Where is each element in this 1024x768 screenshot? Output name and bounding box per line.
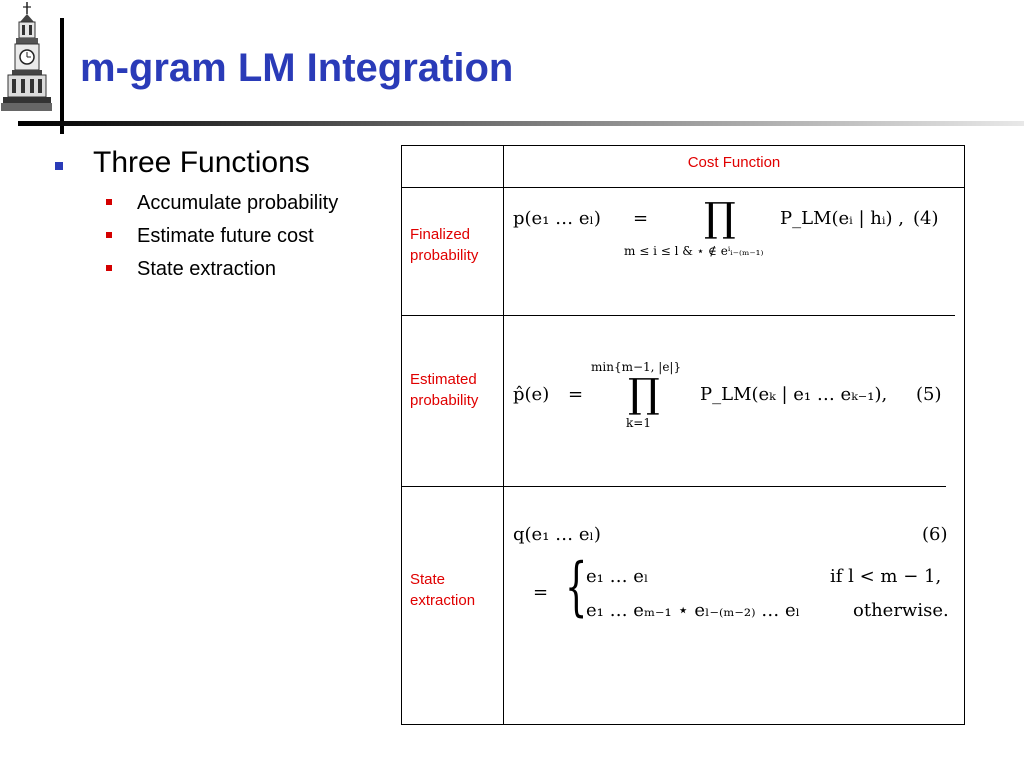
eq6-cond1: if l < m − 1, xyxy=(830,566,942,587)
eq4-product-symbol: ∏ xyxy=(704,195,736,241)
title-underline xyxy=(18,121,1024,126)
eq4-number: (4) xyxy=(913,208,939,229)
eq4-equals: = xyxy=(633,208,649,229)
row-label-line: probability xyxy=(410,392,479,409)
row-label-line: extraction xyxy=(410,592,476,609)
eq5-lhs: p̂(e) xyxy=(513,384,550,405)
eq5-equals: = xyxy=(568,384,584,405)
eq5-over: min{m−1, |e|} xyxy=(591,360,682,374)
sub-bullet-text: State extraction xyxy=(137,258,276,280)
eq6-brace: { xyxy=(565,550,588,624)
eq4-lhs: p(e₁ … eₗ) xyxy=(513,208,601,229)
bullet-main-text: Three Functions xyxy=(93,146,310,179)
sub-bullet-square-icon xyxy=(106,232,112,238)
eq4-under: m ≤ i ≤ l & ⋆ ∉ eⁱᵢ₋₍ₘ₋₁₎ xyxy=(624,244,764,258)
bullet-square-icon xyxy=(55,162,63,170)
column-divider xyxy=(503,146,504,724)
eq6-equals: = xyxy=(533,582,549,603)
sub-bullet-text: Estimate future cost xyxy=(137,225,314,247)
row-label-line: Estimated xyxy=(410,371,477,388)
cost-function-table: Cost Function Finalized probability Esti… xyxy=(401,145,965,725)
row-label-state: State extraction xyxy=(410,569,475,611)
row-label-line: State xyxy=(410,571,446,588)
clock-tower-logo xyxy=(1,2,52,111)
eq6-case2: e₁ … eₘ₋₁ ⋆ eₗ₋₍ₘ₋₂₎ … eₗ xyxy=(586,600,801,621)
title-vertical-bar xyxy=(60,18,64,134)
sub-bullet-square-icon xyxy=(106,265,112,271)
sub-bullet-square-icon xyxy=(106,199,112,205)
eq6-number: (6) xyxy=(922,524,948,545)
row-label-finalized: Finalized probability xyxy=(410,224,478,266)
eq6-lhs: q(e₁ … eₗ) xyxy=(513,524,601,545)
row-label-line: probability xyxy=(410,247,479,264)
row-label-estimated: Estimated probability xyxy=(410,369,478,411)
eq5-product-symbol: ∏ xyxy=(628,371,660,417)
eq5-under: k=1 xyxy=(626,416,651,430)
eq6-cond2: otherwise. xyxy=(853,600,949,621)
row-divider xyxy=(402,315,955,316)
row-divider xyxy=(402,486,946,487)
row-divider xyxy=(402,187,964,188)
eq4-rhs: P_LM(eᵢ | hᵢ) , xyxy=(780,208,904,229)
eq5-number: (5) xyxy=(916,384,942,405)
table-header: Cost Function xyxy=(687,154,781,171)
eq5-rhs: P_LM(eₖ | e₁ … eₖ₋₁), xyxy=(700,384,888,405)
eq6-case1: e₁ … eₗ xyxy=(586,566,649,587)
page-title: m-gram LM Integration xyxy=(80,46,514,90)
row-label-line: Finalized xyxy=(410,226,471,243)
sub-bullet-text: Accumulate probability xyxy=(137,192,339,214)
